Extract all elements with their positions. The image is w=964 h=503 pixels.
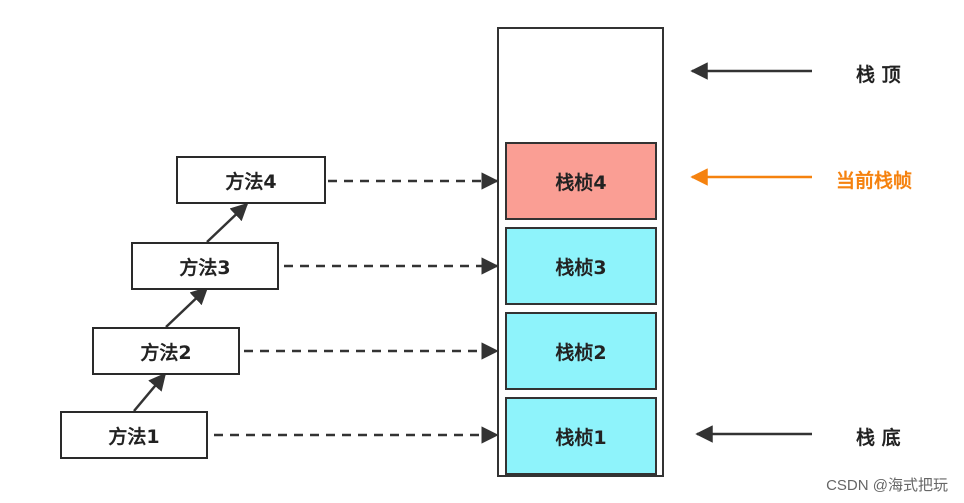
call-arrow-3-4: [206, 202, 249, 243]
method-box-2: 方法2: [92, 327, 240, 375]
method-box-3: 方法3: [131, 242, 279, 290]
call-arrow-2-3: [165, 286, 209, 328]
frame-label: 栈桢4: [555, 171, 607, 194]
method-box-1: 方法1: [60, 411, 208, 459]
frame-label: 栈桢3: [555, 256, 607, 279]
method-label: 方法2: [140, 341, 192, 364]
call-arrow-1-2: [133, 372, 167, 412]
method-box-4: 方法4: [176, 156, 326, 204]
stack-frame-1: 栈桢1: [505, 397, 657, 475]
stack-bottom-label: 栈 底: [856, 427, 901, 449]
stack-frame-2: 栈桢2: [505, 312, 657, 390]
stack-frame-4: 栈桢4: [505, 142, 657, 220]
stack-frame-3: 栈桢3: [505, 227, 657, 305]
frame-label: 栈桢2: [555, 341, 607, 364]
watermark: CSDN @海式把玩: [826, 477, 948, 494]
method-label: 方法3: [179, 256, 231, 279]
method-label: 方法1: [108, 425, 160, 448]
frame-label: 栈桢1: [555, 426, 607, 449]
current-frame-label: 当前栈帧: [836, 170, 913, 192]
method-label: 方法4: [225, 170, 277, 193]
stack-top-label: 栈 顶: [856, 64, 901, 86]
